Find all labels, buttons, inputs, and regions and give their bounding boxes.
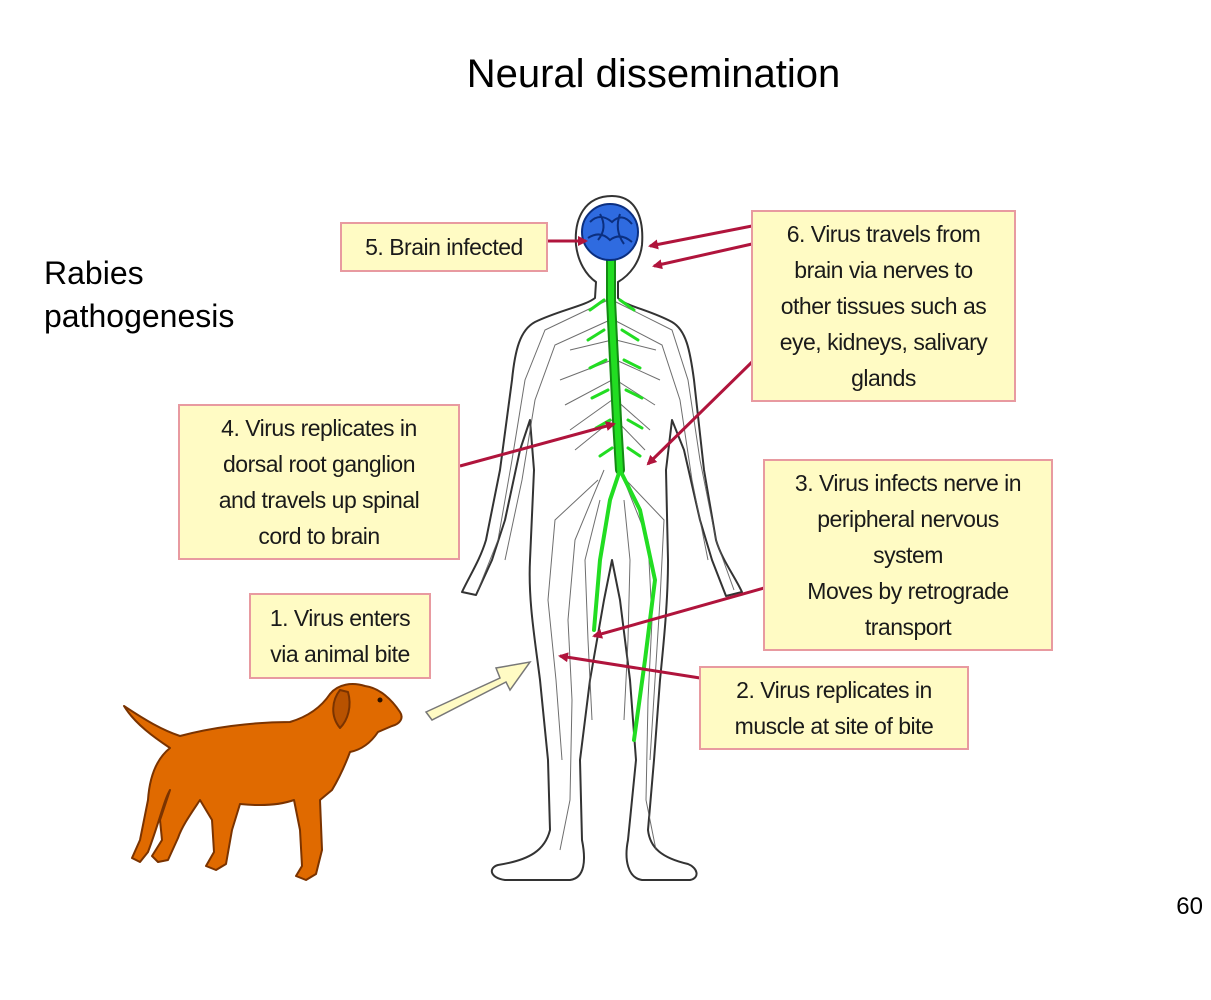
step5-line-1: 5. Brain infected xyxy=(365,234,523,260)
step3-line-4: Moves by retrograde xyxy=(807,578,1009,604)
step6-line-5: glands xyxy=(851,365,916,391)
arrow-step6a xyxy=(648,224,753,250)
side-label: Rabies pathogenesis xyxy=(44,252,234,338)
step3-line-5: transport xyxy=(864,614,952,640)
step2-box: 2. Virus replicates in muscle at site of… xyxy=(699,666,969,750)
step1-line-1: 1. Virus enters xyxy=(269,605,411,631)
step6-line-4: eye, kidneys, salivary xyxy=(779,329,988,355)
step5-box: 5. Brain infected xyxy=(340,222,548,272)
step4-line-3: and travels up spinal xyxy=(218,487,420,513)
step2-line-1: 2. Virus replicates in xyxy=(736,677,932,703)
page-number: 60 xyxy=(1176,893,1203,920)
step3-line-1: 3. Virus infects nerve in xyxy=(794,470,1022,496)
arrow-step6b xyxy=(652,242,753,270)
arrow-step6c xyxy=(646,360,754,466)
step3-box: 3. Virus infects nerve in peripheral ner… xyxy=(763,459,1053,651)
side-label-line-2: pathogenesis xyxy=(44,298,235,334)
step6-line-2: brain via nerves to xyxy=(794,257,973,283)
step1-line-2: via animal bite xyxy=(270,641,410,667)
step6-line-3: other tissues such as xyxy=(780,293,987,319)
step3-line-3: system xyxy=(873,542,943,568)
slide-title: Neural dissemination xyxy=(466,52,841,96)
arrow-step4 xyxy=(459,421,616,468)
pointer-arrows xyxy=(459,224,765,680)
side-label-line-1: Rabies xyxy=(44,255,144,291)
step3-line-2: peripheral nervous xyxy=(817,506,999,532)
arrow-step2 xyxy=(558,652,701,680)
step4-line-4: cord to brain xyxy=(258,523,380,549)
step2-line-2: muscle at site of bite xyxy=(734,713,934,739)
step4-line-1: 4. Virus replicates in xyxy=(221,415,417,441)
step4-box: 4. Virus replicates in dorsal root gangl… xyxy=(178,404,460,560)
bite-arrow xyxy=(424,660,532,721)
dog-icon xyxy=(123,683,403,881)
spinal-cord xyxy=(586,245,658,742)
step4-line-2: dorsal root ganglion xyxy=(222,451,416,477)
step1-box: 1. Virus enters via animal bite xyxy=(249,593,431,679)
brain-icon xyxy=(581,203,639,261)
step6-box: 6. Virus travels from brain via nerves t… xyxy=(751,210,1016,402)
step6-line-1: 6. Virus travels from xyxy=(786,221,981,247)
arrow-step3 xyxy=(592,586,765,639)
